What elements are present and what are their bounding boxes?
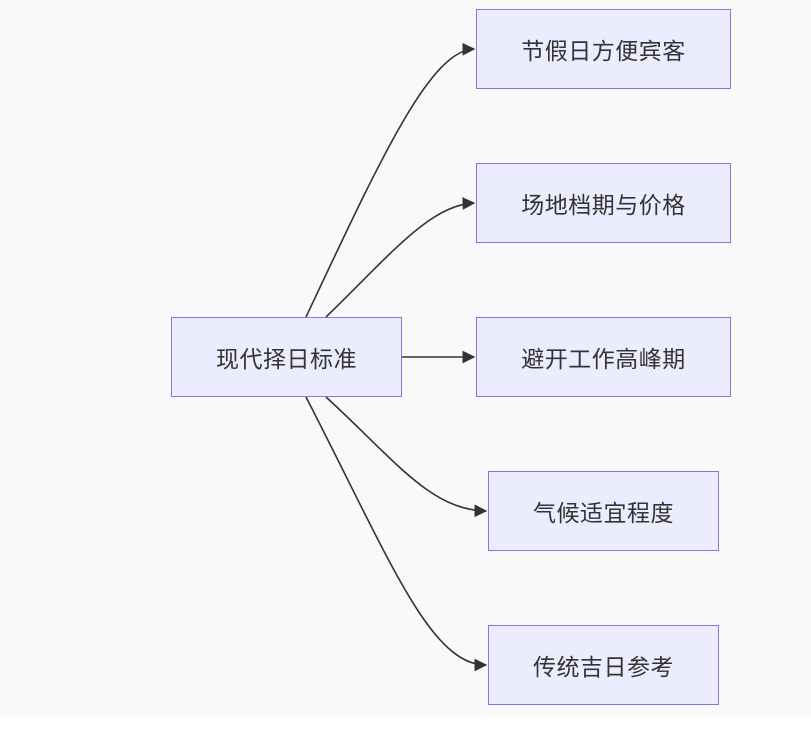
edge-root-to-child-4	[325, 396, 488, 518]
child-node-label: 避开工作高峰期	[521, 347, 686, 373]
child-node-auspicious-day: 传统吉日参考	[488, 625, 719, 705]
child-node-label: 传统吉日参考	[533, 655, 674, 681]
edge-root-to-child-2	[325, 197, 476, 318]
child-node-work-peak: 避开工作高峰期	[476, 317, 731, 397]
child-node-venue: 场地档期与价格	[476, 163, 731, 243]
child-node-holidays: 节假日方便宾客	[476, 9, 731, 89]
child-node-label: 场地档期与价格	[521, 193, 686, 219]
child-node-climate: 气候适宜程度	[488, 471, 719, 551]
root-node-label: 现代择日标准	[216, 347, 357, 373]
diagram-canvas: 现代择日标准 节假日方便宾客 场地档期与价格 避开工作高峰期 气候适宜程度 传统…	[171, 9, 731, 705]
child-node-label: 节假日方便宾客	[521, 39, 686, 65]
child-node-label: 气候适宜程度	[533, 501, 674, 527]
edge-root-to-child-1	[305, 42, 476, 318]
root-node: 现代择日标准	[171, 317, 402, 397]
edge-root-to-child-5	[305, 396, 488, 672]
